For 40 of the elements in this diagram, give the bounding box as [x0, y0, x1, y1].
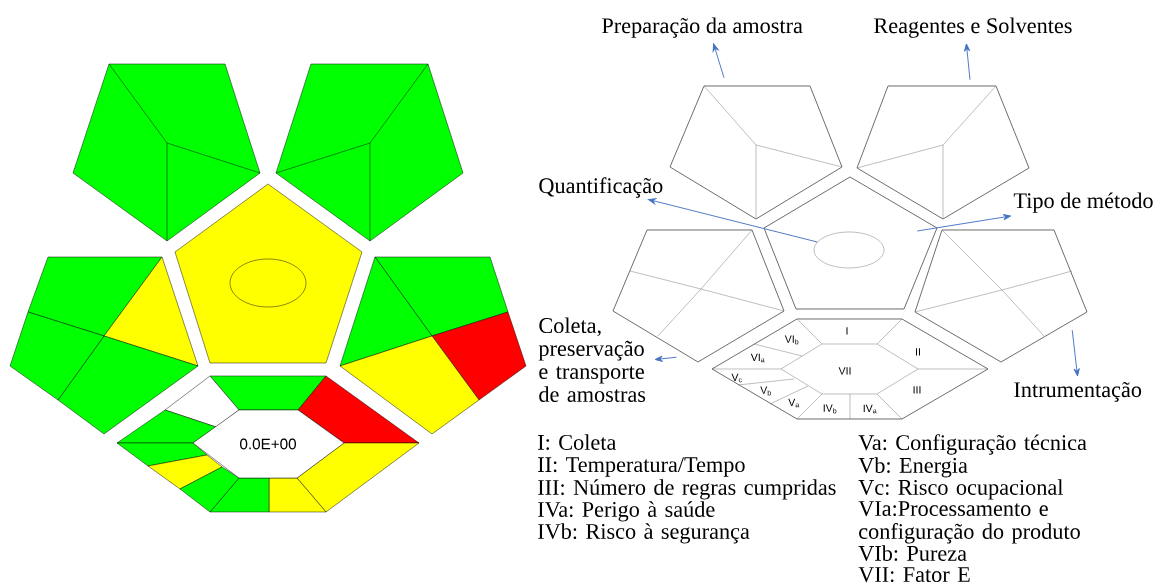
segment-label: VI$_{a}$ [750, 353, 765, 363]
legend-text: Va: Configuração técnica [858, 434, 1087, 455]
segment-label: I [846, 327, 848, 335]
node-label: Preparação da amostra [602, 17, 803, 38]
legend-text: IVa: Perigo à saúde [538, 501, 715, 522]
arrow [712, 43, 725, 79]
arrow [1071, 329, 1080, 377]
legend-text: VIa:Processamento e configuração do produto [858, 501, 1080, 544]
segment-label: VI$_{b}$ [784, 335, 799, 345]
legend-text: Vb: Energia [858, 457, 968, 478]
ellipse-outline [813, 231, 885, 269]
legend-text: VIb: Pureza [858, 545, 967, 561]
legend-text: Vc: Risco ocupacional [858, 479, 1063, 500]
pentagon-outline [669, 85, 843, 220]
segment-label: III [913, 386, 921, 394]
segment-label: II [916, 348, 920, 356]
legend-text: III: Número de regras cumpridas [538, 479, 836, 500]
segment-label: IV$_{a}$ [863, 404, 877, 414]
legend-text: VII: Fator E [858, 567, 970, 583]
pentagon-outline [914, 229, 1088, 363]
arrow [647, 198, 818, 243]
segment-label: V$_{b}$ [760, 386, 771, 396]
segment-label: V$_{a}$ [788, 398, 800, 408]
node-label: Intrumentação [1014, 382, 1142, 402]
node-label: Coleta, preservação e transporte de amostras [538, 317, 646, 402]
segment-label: IV$_{b}$ [823, 404, 837, 414]
pentagon-outline [763, 176, 938, 310]
hexagon-outline [711, 318, 989, 420]
legend-text: II: Temperatura/Tempo [538, 457, 745, 477]
arrow [654, 355, 677, 362]
node-label: Tipo de método [1013, 192, 1153, 213]
arrow [916, 214, 1012, 232]
legend-text: I: Coleta [538, 434, 617, 450]
value-label: 0.0E+00 [240, 438, 296, 450]
segment-label: VII [838, 367, 851, 375]
legend-text: IVb: Risco à segurança [538, 523, 750, 544]
segment-label: V$_{c}$ [731, 373, 742, 383]
node-label: Quantificação [539, 177, 663, 198]
node-label: Reagentes e Solventes [874, 17, 1072, 38]
arrow [964, 43, 971, 81]
